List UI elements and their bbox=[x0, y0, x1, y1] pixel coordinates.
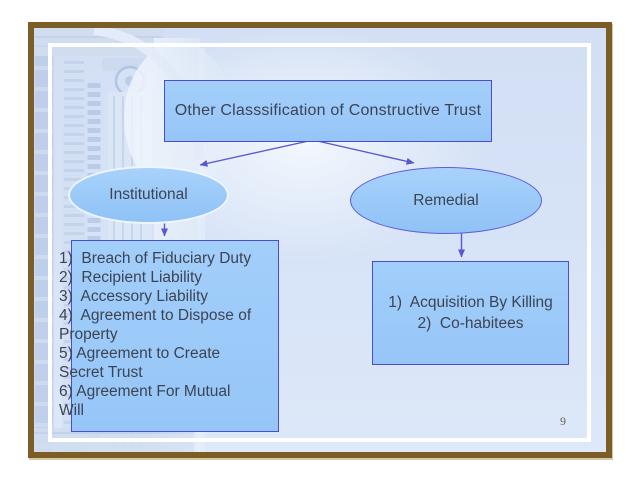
institutional-ellipse-label: Institutional bbox=[109, 186, 188, 203]
title-box: Other Classsification of Constructive Tr… bbox=[164, 80, 492, 142]
institutional-ellipse: Institutional bbox=[68, 166, 229, 224]
remedial-list-text: 1) Acquisition By Killing 2) Co-habitees bbox=[388, 294, 553, 332]
institutional-list-box bbox=[71, 240, 279, 432]
remedial-ellipse-label: Remedial bbox=[413, 191, 479, 209]
title-box-label: Other Classsification of Constructive Tr… bbox=[174, 102, 482, 119]
institutional-list-text: 1) Breach of Fiduciary Duty 2) Recipient… bbox=[59, 250, 252, 419]
connector-arrows bbox=[161, 139, 465, 258]
slide: Other Classsification of Constructive Tr… bbox=[28, 22, 612, 458]
page-number: 9 bbox=[560, 414, 566, 428]
remedial-list-box: 1) Acquisition By Killing 2) Co-habitees bbox=[372, 261, 569, 365]
remedial-ellipse: Remedial bbox=[350, 167, 542, 234]
branch-arrow-left bbox=[199, 139, 314, 167]
branch-arrow-right bbox=[312, 139, 415, 165]
